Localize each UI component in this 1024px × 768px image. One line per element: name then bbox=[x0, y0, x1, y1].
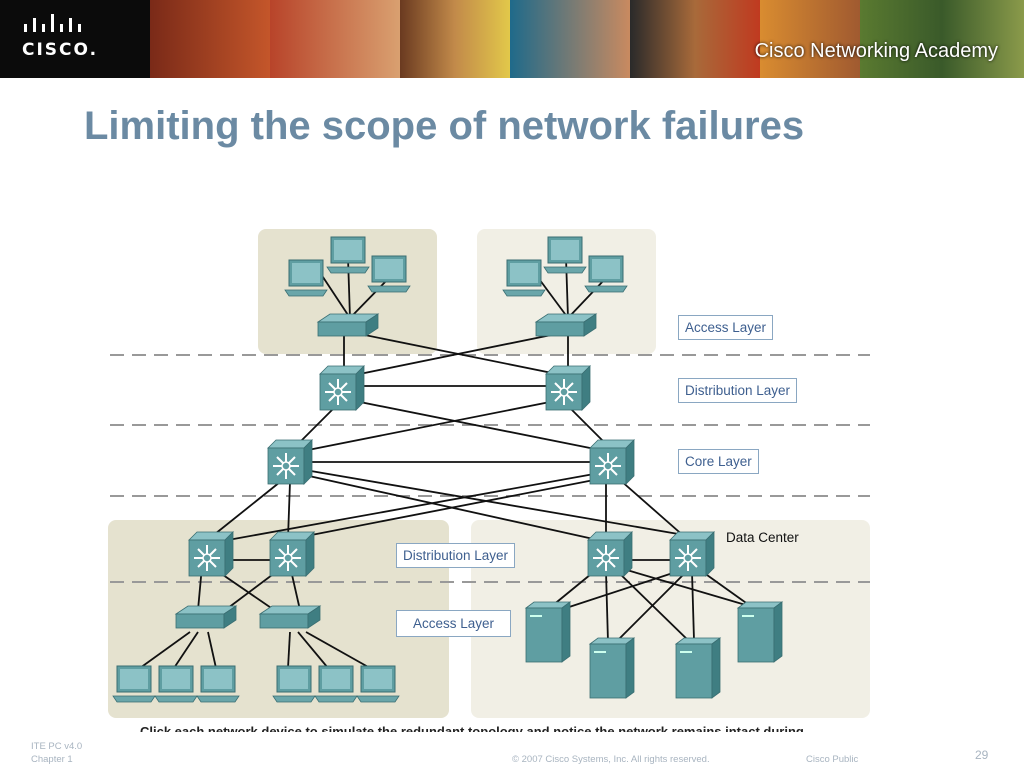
server-icon[interactable] bbox=[675, 637, 721, 699]
banner-photo bbox=[400, 0, 510, 78]
pc-icon[interactable] bbox=[543, 236, 587, 274]
banner-photo bbox=[270, 0, 400, 78]
diagram-caption: Click each network device to simulate th… bbox=[140, 724, 804, 732]
multilayer-switch-icon[interactable] bbox=[545, 365, 591, 411]
banner-photo bbox=[150, 0, 270, 78]
network-diagram bbox=[108, 229, 870, 718]
header-banner: CISCO. Cisco Networking Academy bbox=[0, 0, 1024, 78]
footer-copyright: © 2007 Cisco Systems, Inc. All rights re… bbox=[512, 754, 710, 765]
switch-icon[interactable] bbox=[175, 605, 237, 629]
label-data-center: Data Center bbox=[726, 530, 799, 545]
label-distribution-layer: Distribution Layer bbox=[678, 378, 798, 403]
pc-icon[interactable] bbox=[502, 259, 546, 297]
multilayer-switch-icon[interactable] bbox=[269, 531, 315, 577]
cisco-logo: CISCO. bbox=[0, 0, 150, 78]
switch-icon[interactable] bbox=[535, 313, 597, 337]
multilayer-switch-icon[interactable] bbox=[587, 531, 633, 577]
banner-photo bbox=[510, 0, 630, 78]
slide-title: Limiting the scope of network failures bbox=[84, 104, 805, 148]
pc-icon[interactable] bbox=[314, 665, 358, 703]
multilayer-switch-icon[interactable] bbox=[589, 439, 635, 485]
server-icon[interactable] bbox=[589, 637, 635, 699]
label-distribution-layer: Distribution Layer bbox=[396, 543, 516, 568]
banner-photo bbox=[860, 0, 1024, 78]
label-access-layer: Access Layer bbox=[396, 610, 512, 637]
pc-icon[interactable] bbox=[196, 665, 240, 703]
multilayer-switch-icon[interactable] bbox=[267, 439, 313, 485]
server-icon[interactable] bbox=[737, 601, 783, 663]
label-access-layer: Access Layer bbox=[678, 315, 774, 340]
switch-icon[interactable] bbox=[259, 605, 321, 629]
pc-icon[interactable] bbox=[112, 665, 156, 703]
label-core-layer: Core Layer bbox=[678, 449, 759, 474]
banner-photo bbox=[760, 0, 860, 78]
pc-icon[interactable] bbox=[326, 236, 370, 274]
academy-name: Cisco Networking Academy bbox=[754, 40, 998, 62]
pc-icon[interactable] bbox=[284, 259, 328, 297]
multilayer-switch-icon[interactable] bbox=[188, 531, 234, 577]
pc-icon[interactable] bbox=[584, 255, 628, 293]
footer-chapter: Chapter 1 bbox=[31, 754, 73, 765]
banner-photo bbox=[630, 0, 760, 78]
footer-classification: Cisco Public bbox=[806, 754, 859, 765]
server-icon[interactable] bbox=[525, 601, 571, 663]
page-number: 29 bbox=[975, 748, 989, 762]
footer-course: ITE PC v4.0 bbox=[31, 741, 83, 752]
switch-icon[interactable] bbox=[317, 313, 379, 337]
logo-text: CISCO. bbox=[22, 40, 99, 60]
multilayer-switch-icon[interactable] bbox=[319, 365, 365, 411]
pc-icon[interactable] bbox=[356, 665, 400, 703]
pc-icon[interactable] bbox=[367, 255, 411, 293]
data-center-zone bbox=[471, 520, 870, 718]
pc-icon[interactable] bbox=[272, 665, 316, 703]
multilayer-switch-icon[interactable] bbox=[669, 531, 715, 577]
cisco-bridge-icon bbox=[24, 14, 81, 32]
pc-icon[interactable] bbox=[154, 665, 198, 703]
